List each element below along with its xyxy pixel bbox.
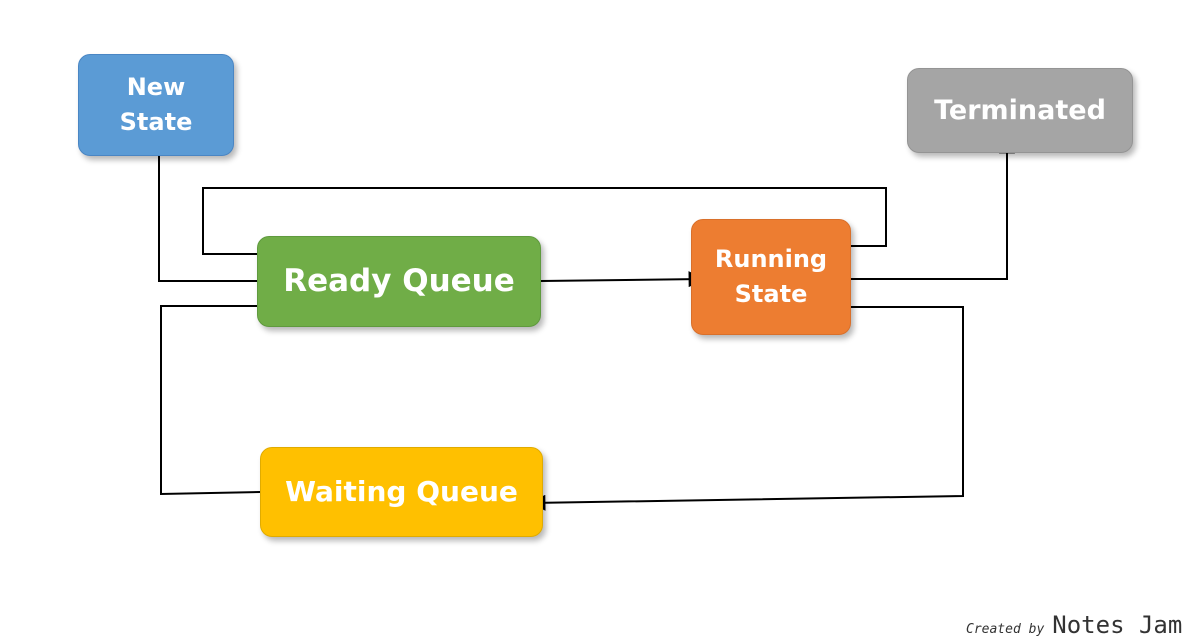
running-state-node: Running State bbox=[691, 219, 851, 335]
connector-new-to-ready bbox=[158, 156, 274, 289]
connector-running-to-ready bbox=[202, 187, 887, 262]
connector-running-to-waiting bbox=[529, 306, 964, 511]
credit-name: Notes Jam bbox=[1052, 611, 1183, 639]
connector-ready-to-running bbox=[540, 271, 705, 288]
terminated-node: Terminated bbox=[907, 68, 1133, 153]
connector-waiting-to-ready bbox=[160, 298, 274, 496]
ready-queue-node: Ready Queue bbox=[257, 236, 541, 327]
new-state-node: New State bbox=[78, 54, 234, 156]
waiting-queue-node: Waiting Queue bbox=[260, 447, 543, 537]
connector-running-to-terminated bbox=[851, 137, 1015, 280]
